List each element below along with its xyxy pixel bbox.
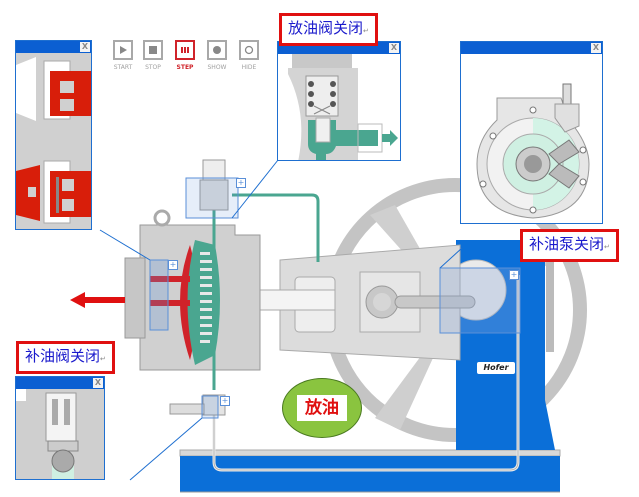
gas-outlet-arrow	[70, 292, 125, 308]
close-icon[interactable]: X	[389, 43, 399, 53]
connector-pump	[439, 247, 463, 269]
refill-pump-closed-label: 补油泵关闭↵	[520, 229, 619, 262]
connector-discharge	[99, 229, 151, 261]
play-icon	[120, 46, 127, 54]
refill-valve-popup: X	[15, 376, 105, 480]
pressure-valve-detail	[278, 54, 400, 160]
step-button[interactable]: STEP	[173, 40, 197, 71]
status-text: 放油	[297, 395, 347, 421]
show-button[interactable]: SHOW	[205, 40, 229, 71]
hollow-circle-icon	[244, 45, 254, 55]
discharge-valve-closed-label: 放油阀关闭↵	[279, 13, 378, 46]
hotspot-pump	[439, 267, 521, 334]
lifting-eye	[153, 209, 171, 227]
connector-refill	[129, 417, 203, 481]
discharge-valve-detail	[16, 53, 91, 229]
oil-flow-arrow	[382, 130, 398, 146]
close-icon[interactable]: X	[80, 42, 90, 52]
stop-icon	[149, 46, 157, 54]
pressure-valve-popup: X	[277, 41, 401, 161]
refill-valve-detail	[16, 389, 104, 479]
refill-valve-closed-label: 补油阀关闭↵	[16, 341, 115, 374]
hotspot-pressure-valve	[185, 177, 239, 219]
filled-circle-icon	[213, 46, 221, 54]
connector-pressure	[231, 159, 279, 219]
hide-button[interactable]: HIDE	[237, 40, 261, 71]
expand-pressure-valve-icon[interactable]: +	[236, 178, 246, 188]
expand-refill-valve-icon[interactable]: +	[220, 396, 230, 406]
hotspot-refill-valve	[201, 395, 219, 419]
discharge-valve-popup: X	[15, 40, 92, 230]
hofer-logo: Hofer	[477, 362, 515, 374]
close-icon[interactable]: X	[591, 43, 601, 53]
status-badge: 放油	[282, 378, 362, 438]
base-frame	[180, 456, 560, 492]
hotspot-discharge-valves	[149, 259, 169, 331]
pump-detail	[461, 54, 602, 223]
oil-line-discharge	[232, 193, 320, 262]
start-button[interactable]: START	[111, 40, 135, 71]
connecting-rod	[394, 295, 476, 309]
step-icon	[181, 47, 189, 53]
pump-popup: X	[460, 41, 603, 224]
expand-discharge-valve-icon[interactable]: +	[168, 260, 178, 270]
stop-button[interactable]: STOP	[141, 40, 165, 71]
expand-pump-icon[interactable]: +	[509, 270, 519, 280]
close-icon[interactable]: X	[93, 378, 103, 388]
base-rail	[179, 449, 561, 457]
